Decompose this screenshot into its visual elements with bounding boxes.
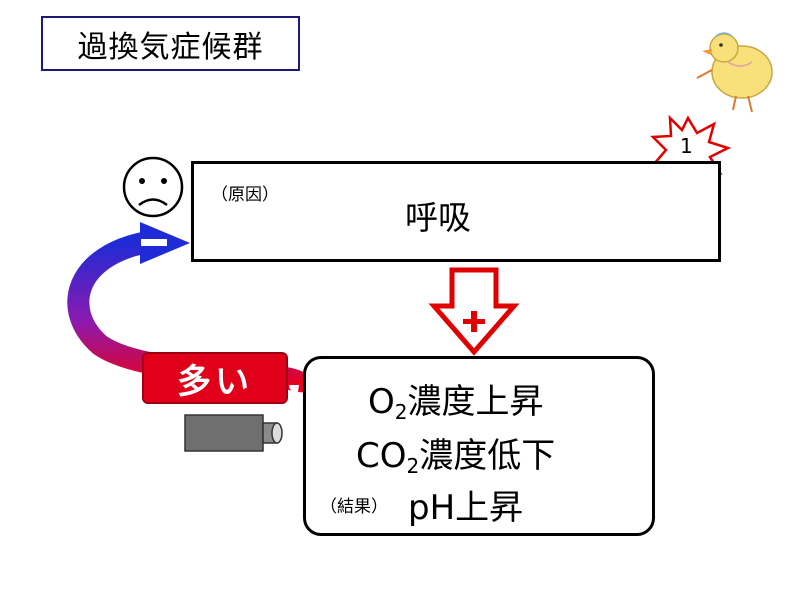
minus-sign-icon bbox=[141, 239, 167, 246]
o2-prefix: O bbox=[368, 382, 395, 422]
o2-text: 濃度上昇 bbox=[407, 382, 544, 422]
result-box bbox=[303, 356, 655, 536]
battery-icon bbox=[184, 414, 283, 452]
cause-tag: （原因） bbox=[211, 185, 279, 205]
cause-label: 呼吸 bbox=[405, 198, 471, 237]
o2-subscript: 2 bbox=[394, 400, 408, 424]
feedback-label: 多い bbox=[142, 352, 288, 404]
cause-box bbox=[191, 161, 721, 262]
result-co2-line: CO2濃度低下 bbox=[356, 428, 555, 478]
co2-text: 濃度低下 bbox=[419, 436, 556, 476]
result-o2-line: O2濃度上昇 bbox=[368, 374, 544, 424]
result-ph-line: pH上昇 bbox=[408, 488, 524, 528]
result-tag: （結果） bbox=[320, 497, 388, 517]
down-arrow-icon bbox=[428, 267, 520, 356]
co2-prefix: CO bbox=[356, 436, 407, 476]
co2-subscript: 2 bbox=[406, 454, 420, 478]
badge-number: 1 bbox=[680, 134, 693, 158]
duck-sketch-icon bbox=[696, 32, 773, 113]
sad-face-icon bbox=[122, 156, 184, 218]
title-box: 過換気症候群 bbox=[41, 16, 300, 71]
page-title: 過換気症候群 bbox=[77, 29, 264, 65]
